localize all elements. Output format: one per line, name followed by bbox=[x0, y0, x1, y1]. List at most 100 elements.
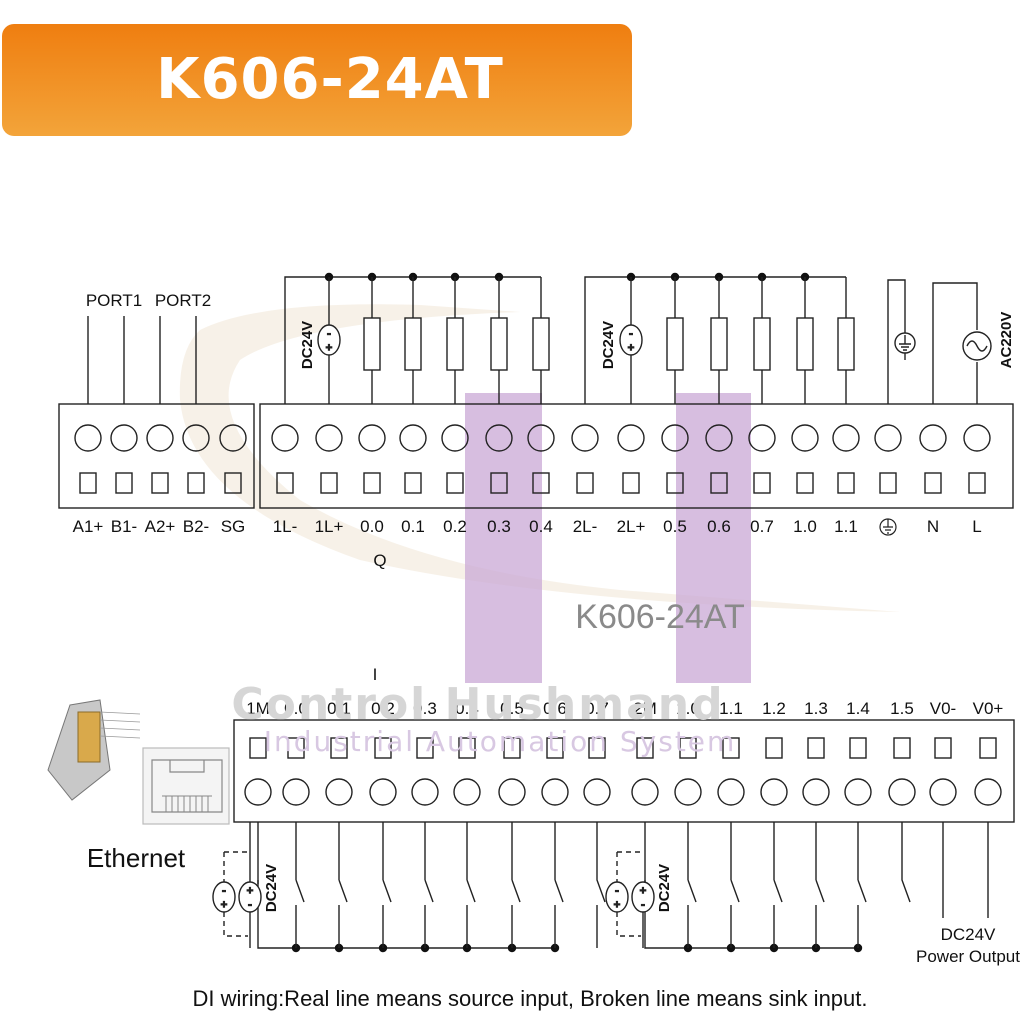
terminal-screw bbox=[146, 424, 174, 452]
output-terminal-label: 0.7 bbox=[750, 517, 774, 536]
input-terminal-block bbox=[233, 719, 1015, 823]
port1-label: PORT1 bbox=[86, 291, 142, 310]
load-resistor bbox=[490, 317, 508, 371]
dc-source-icon: +- bbox=[238, 881, 262, 913]
terminal-slot bbox=[490, 472, 508, 494]
terminal-slot bbox=[404, 472, 422, 494]
terminal-screw bbox=[527, 424, 555, 452]
svg-text:+: + bbox=[614, 899, 620, 911]
watermark-bar-left bbox=[465, 393, 542, 683]
terminal-slot bbox=[588, 737, 606, 759]
terminal-screw bbox=[583, 778, 611, 806]
terminal-slot bbox=[893, 737, 911, 759]
svg-text:-: - bbox=[629, 328, 633, 340]
terminal-screw bbox=[717, 778, 745, 806]
terminal-slot bbox=[722, 737, 740, 759]
svg-text:-: - bbox=[248, 899, 252, 911]
input-terminal-label: 0.2 bbox=[371, 699, 395, 718]
output-terminal-label: 1.1 bbox=[834, 517, 858, 536]
output-terminal-label: 0.4 bbox=[529, 517, 553, 536]
terminal-screw bbox=[631, 778, 659, 806]
caption: DI wiring:Real line means source input, … bbox=[192, 986, 868, 1011]
terminal-slot bbox=[710, 472, 728, 494]
terminal-slot bbox=[636, 737, 654, 759]
comm-terminal-label: A1+ bbox=[73, 517, 104, 536]
terminal-screw bbox=[832, 424, 860, 452]
terminal-slot bbox=[576, 472, 594, 494]
terminal-screw bbox=[617, 424, 645, 452]
terminal-screw bbox=[571, 424, 599, 452]
ethernet-label: Ethernet bbox=[87, 843, 186, 873]
terminal-screw bbox=[974, 778, 1002, 806]
input-terminal-label: 1.4 bbox=[846, 699, 870, 718]
terminal-slot bbox=[622, 472, 640, 494]
earth-icon bbox=[894, 332, 916, 354]
terminal-slot bbox=[679, 737, 697, 759]
terminal-screw bbox=[874, 424, 902, 452]
output-terminal-block bbox=[259, 403, 1014, 509]
terminal-screw bbox=[315, 424, 343, 452]
input-terminal-label: 0.4 bbox=[455, 699, 479, 718]
terminal-slot bbox=[879, 472, 897, 494]
input-terminal-label: 2M bbox=[633, 699, 657, 718]
terminal-screw bbox=[748, 424, 776, 452]
terminal-screw bbox=[74, 424, 102, 452]
terminal-screw bbox=[541, 778, 569, 806]
terminal-screw bbox=[760, 778, 788, 806]
load-resistor bbox=[753, 317, 771, 371]
terminal-slot bbox=[330, 737, 348, 759]
dc-source-icon: -+ bbox=[619, 324, 643, 356]
terminal-screw bbox=[919, 424, 947, 452]
svg-text:-: - bbox=[222, 885, 226, 897]
terminal-slot bbox=[796, 472, 814, 494]
output-terminal-label: 2L- bbox=[573, 517, 598, 536]
terminal-slot bbox=[837, 472, 855, 494]
terminal-screw bbox=[888, 778, 916, 806]
ac220v-label: AC220V bbox=[998, 312, 1015, 369]
svg-text:+: + bbox=[640, 885, 646, 897]
terminal-screw bbox=[498, 778, 526, 806]
load-resistor bbox=[532, 317, 550, 371]
terminal-screw bbox=[110, 424, 138, 452]
terminal-slot bbox=[753, 472, 771, 494]
load-resistor bbox=[796, 317, 814, 371]
svg-text:+: + bbox=[247, 885, 253, 897]
terminal-slot bbox=[503, 737, 521, 759]
terminal-slot bbox=[532, 472, 550, 494]
input-terminal-label: V0- bbox=[930, 699, 956, 718]
terminal-slot bbox=[151, 472, 169, 494]
svg-text:-: - bbox=[327, 328, 331, 340]
terminal-slot bbox=[849, 737, 867, 759]
dc-source-icon: -+ bbox=[605, 881, 629, 913]
output-terminal-label: 1L- bbox=[273, 517, 298, 536]
terminal-screw bbox=[282, 778, 310, 806]
terminal-slot bbox=[79, 472, 97, 494]
input-terminal-label: 0.3 bbox=[413, 699, 437, 718]
title-banner bbox=[2, 24, 632, 136]
output-terminal-label: N bbox=[927, 517, 939, 536]
terminal-slot bbox=[224, 472, 242, 494]
output-terminal-label: L bbox=[972, 517, 981, 536]
load-resistor bbox=[404, 317, 422, 371]
dc-source-icon: +- bbox=[631, 881, 655, 913]
terminal-screw bbox=[325, 778, 353, 806]
comm-terminal-block bbox=[58, 403, 255, 509]
port2-label: PORT2 bbox=[155, 291, 211, 310]
output-terminal-label: 0.6 bbox=[707, 517, 731, 536]
load-resistor bbox=[666, 317, 684, 371]
terminal-slot bbox=[276, 472, 294, 494]
terminal-slot bbox=[374, 737, 392, 759]
ethernet-connector-icon bbox=[47, 699, 141, 801]
terminal-slot bbox=[666, 472, 684, 494]
svg-text:+: + bbox=[221, 899, 227, 911]
terminal-screw bbox=[844, 778, 872, 806]
output-terminal-label: 0.3 bbox=[487, 517, 511, 536]
terminal-screw bbox=[485, 424, 513, 452]
input-terminal-label: 1.2 bbox=[762, 699, 786, 718]
input-terminal-label: 0.0 bbox=[284, 699, 308, 718]
output-terminal-label: 0.5 bbox=[663, 517, 687, 536]
dc-source-icon: -+ bbox=[212, 881, 236, 913]
power-output-label: Power Output bbox=[916, 947, 1020, 966]
svg-text:-: - bbox=[615, 885, 619, 897]
